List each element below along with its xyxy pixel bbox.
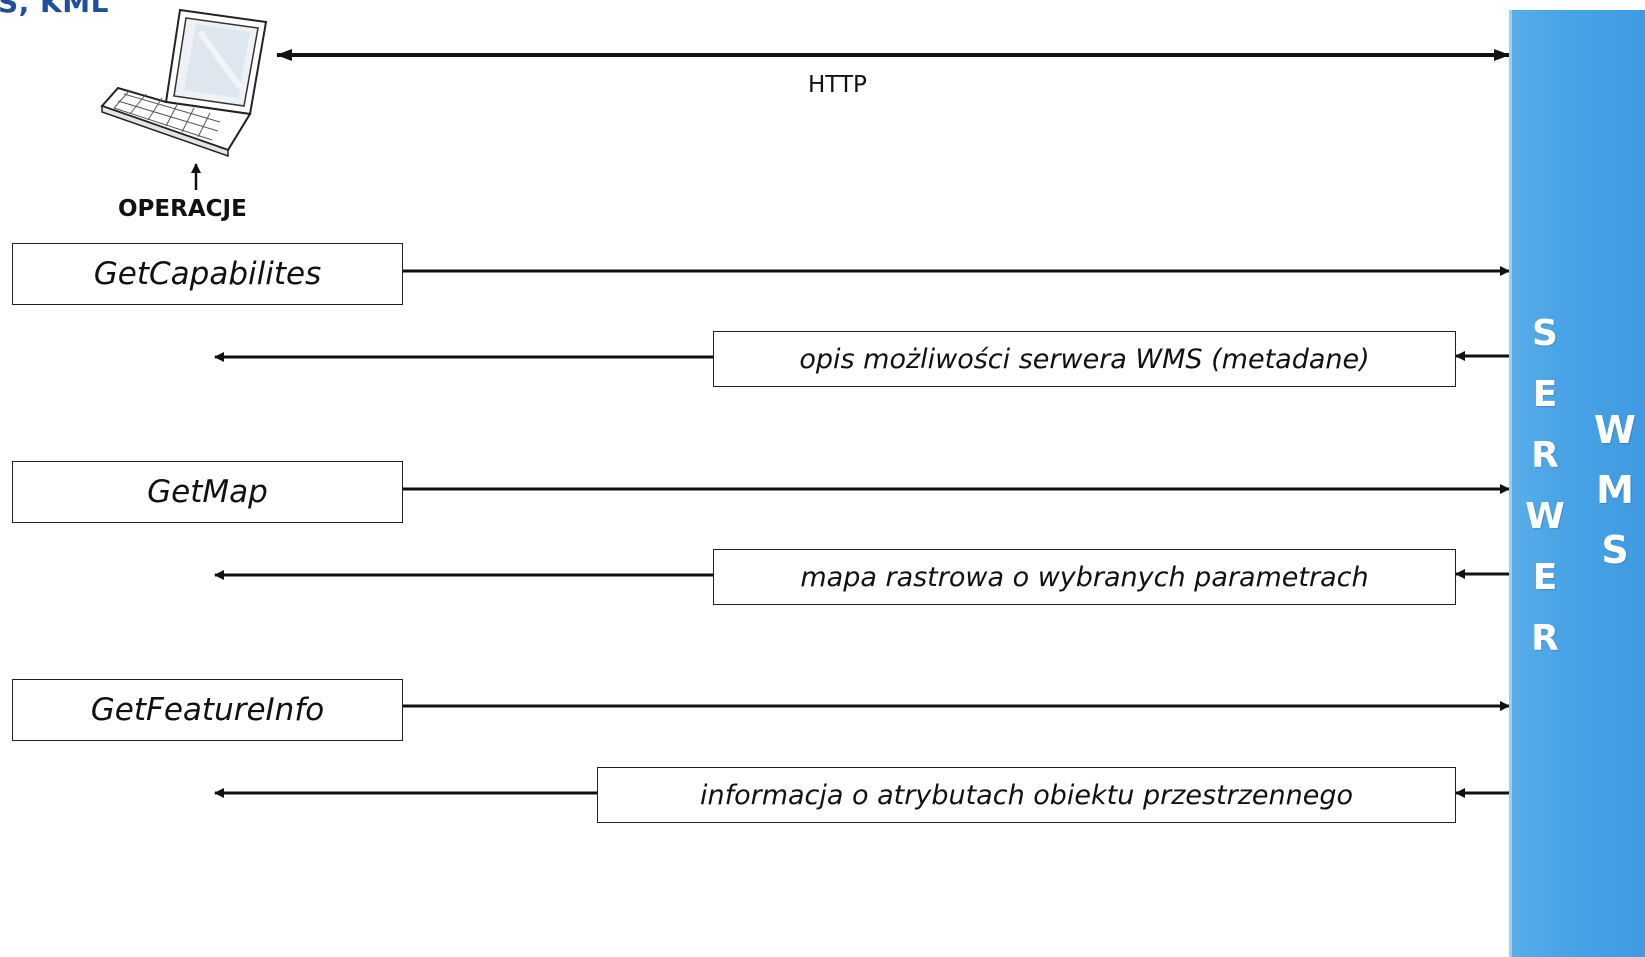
wms-server-panel bbox=[1509, 10, 1645, 957]
response-box-capabilities: opis możliwości serwera WMS (metadane) bbox=[713, 331, 1456, 387]
operation-box-getmap: GetMap bbox=[12, 461, 403, 523]
server-letter: W bbox=[1525, 496, 1565, 537]
wms-letter: M bbox=[1596, 468, 1634, 512]
wms-server-edge bbox=[1509, 10, 1512, 957]
wms-vertical-label: W M S bbox=[1585, 400, 1645, 580]
server-letter: R bbox=[1531, 435, 1559, 476]
server-letter: R bbox=[1531, 618, 1559, 659]
response-box-featureinfo: informacja o atrybutach obiektu przestrz… bbox=[597, 767, 1456, 823]
header-title-fragment: S, KML bbox=[0, 0, 109, 19]
response-box-map: mapa rastrowa o wybranych parametrach bbox=[713, 549, 1456, 605]
operations-label: OPERACJE bbox=[118, 196, 247, 222]
server-letter: E bbox=[1532, 557, 1558, 598]
operation-box-getcapabilities: GetCapabilites bbox=[12, 243, 403, 305]
server-letter: E bbox=[1532, 374, 1558, 415]
server-letter: S bbox=[1532, 313, 1558, 354]
wms-letter: S bbox=[1601, 528, 1629, 572]
operation-box-getfeatureinfo: GetFeatureInfo bbox=[12, 679, 403, 741]
laptop-icon bbox=[100, 8, 268, 158]
server-vertical-label: S E R W E R bbox=[1515, 303, 1575, 669]
wms-letter: W bbox=[1594, 408, 1636, 452]
http-label: HTTP bbox=[808, 72, 867, 98]
